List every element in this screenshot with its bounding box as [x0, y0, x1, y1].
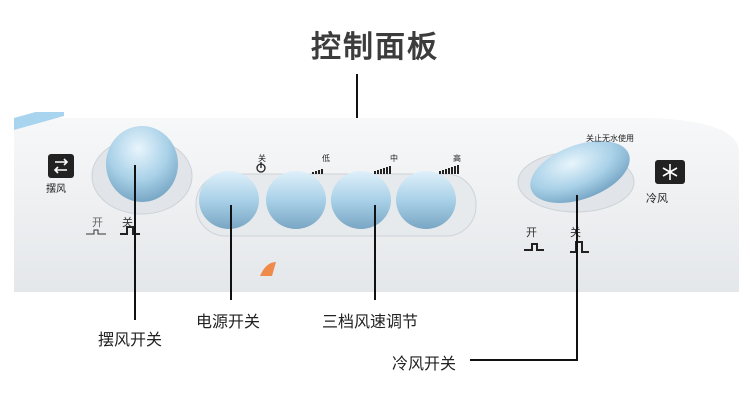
speed-mid-label: 中 — [390, 154, 398, 163]
panel-blue-strip — [14, 112, 64, 130]
speed-high-button — [396, 171, 456, 229]
power-button — [199, 171, 259, 229]
power-off-label: 关 — [258, 154, 266, 163]
cool-note: 关止无水使用 — [586, 134, 634, 143]
speed-callout-line — [374, 205, 376, 300]
speed-mid-bars — [374, 166, 391, 174]
speed-low-button — [266, 171, 326, 229]
swing-icon-label: 摆风 — [46, 184, 66, 195]
orange-indicator — [260, 262, 276, 276]
cool-off-marker — [570, 241, 589, 253]
swing-icon — [48, 154, 74, 178]
cool-icon-label: 冷风 — [646, 192, 668, 205]
swing-on-marker — [86, 229, 106, 235]
power-switch-callout: 电源开关 — [196, 312, 261, 331]
swing-callout-line — [134, 165, 136, 320]
title-pointer-line — [356, 74, 358, 122]
cool-callout-line-h — [470, 359, 578, 361]
cool-on-label: 开 — [526, 226, 537, 239]
cool-on-marker — [524, 243, 544, 251]
swing-switch-callout: 摆风开关 — [98, 330, 163, 349]
speed-low-label: 低 — [322, 154, 330, 163]
speed-low-bars — [312, 169, 323, 174]
snowflake-glyph — [662, 164, 678, 180]
page-title: 控制面板 — [311, 30, 439, 65]
swing-on-label: 开 — [92, 216, 103, 229]
speed-high-label: 高 — [453, 154, 461, 163]
speed-adjust-callout: 三档风速调节 — [322, 312, 419, 331]
speed-high-bars — [439, 165, 459, 174]
swing-arrow-icon — [53, 158, 69, 174]
control-panel — [14, 112, 739, 292]
swing-off-label: 关 — [122, 216, 133, 229]
swing-knob — [106, 126, 178, 202]
cool-knob — [530, 141, 630, 203]
speed-mid-button — [331, 171, 391, 229]
cool-switch-callout: 冷风开关 — [392, 354, 457, 373]
cool-off-label: 关 — [570, 224, 581, 240]
power-callout-line — [230, 205, 232, 300]
cool-callout-line-v — [576, 195, 578, 361]
